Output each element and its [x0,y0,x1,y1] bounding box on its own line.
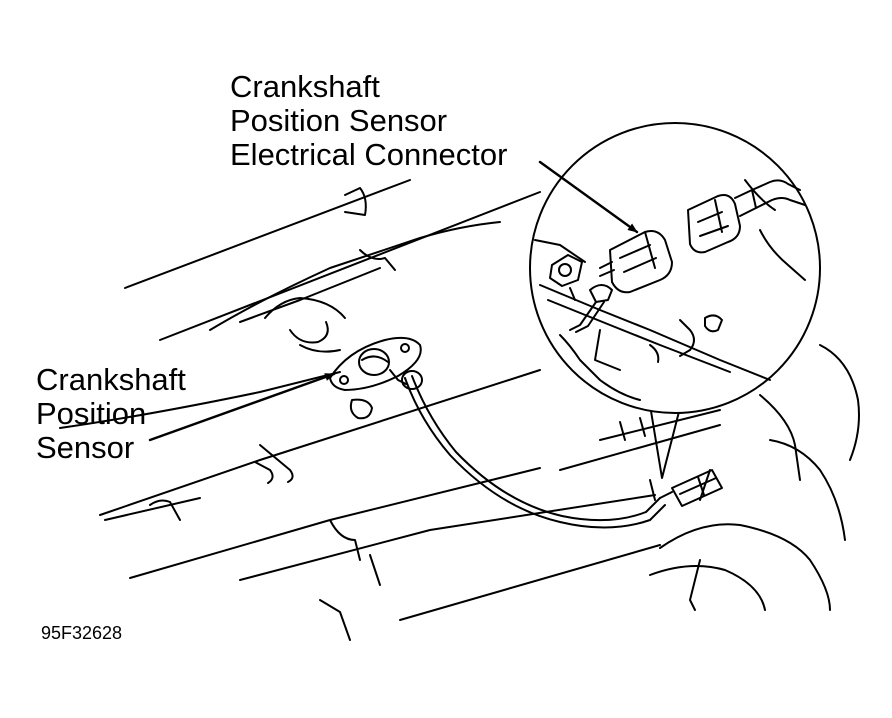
sensor-label-line1: Crankshaft [36,362,186,397]
connector-callout-label: Crankshaft Position Sensor Electrical Co… [230,70,507,172]
connector-label-line1: Crankshaft [230,69,380,104]
magnifier-pointer [649,399,683,479]
figure-code: 95F32628 [41,623,123,643]
engine-block-contours [59,179,661,641]
harness-connector-lower [659,469,723,507]
connector-label-line3: Electrical Connector [230,137,508,172]
sensor-label-line3: Sensor [36,430,135,465]
connector-label-line2: Position Sensor [230,103,448,138]
sensor-label-line2: Position [36,396,147,431]
connector-leader-arrow [538,160,639,234]
sensor-callout-label: Crankshaft Position Sensor [36,363,186,465]
magnified-detail-contents [534,179,806,401]
leader-arrows [148,160,639,442]
magnified-detail-circle [529,122,821,414]
sensor-leader-arrow [148,372,336,442]
engine-right-structure [559,344,860,611]
sensor-cable [404,375,666,529]
crankshaft-position-sensor [329,336,423,420]
